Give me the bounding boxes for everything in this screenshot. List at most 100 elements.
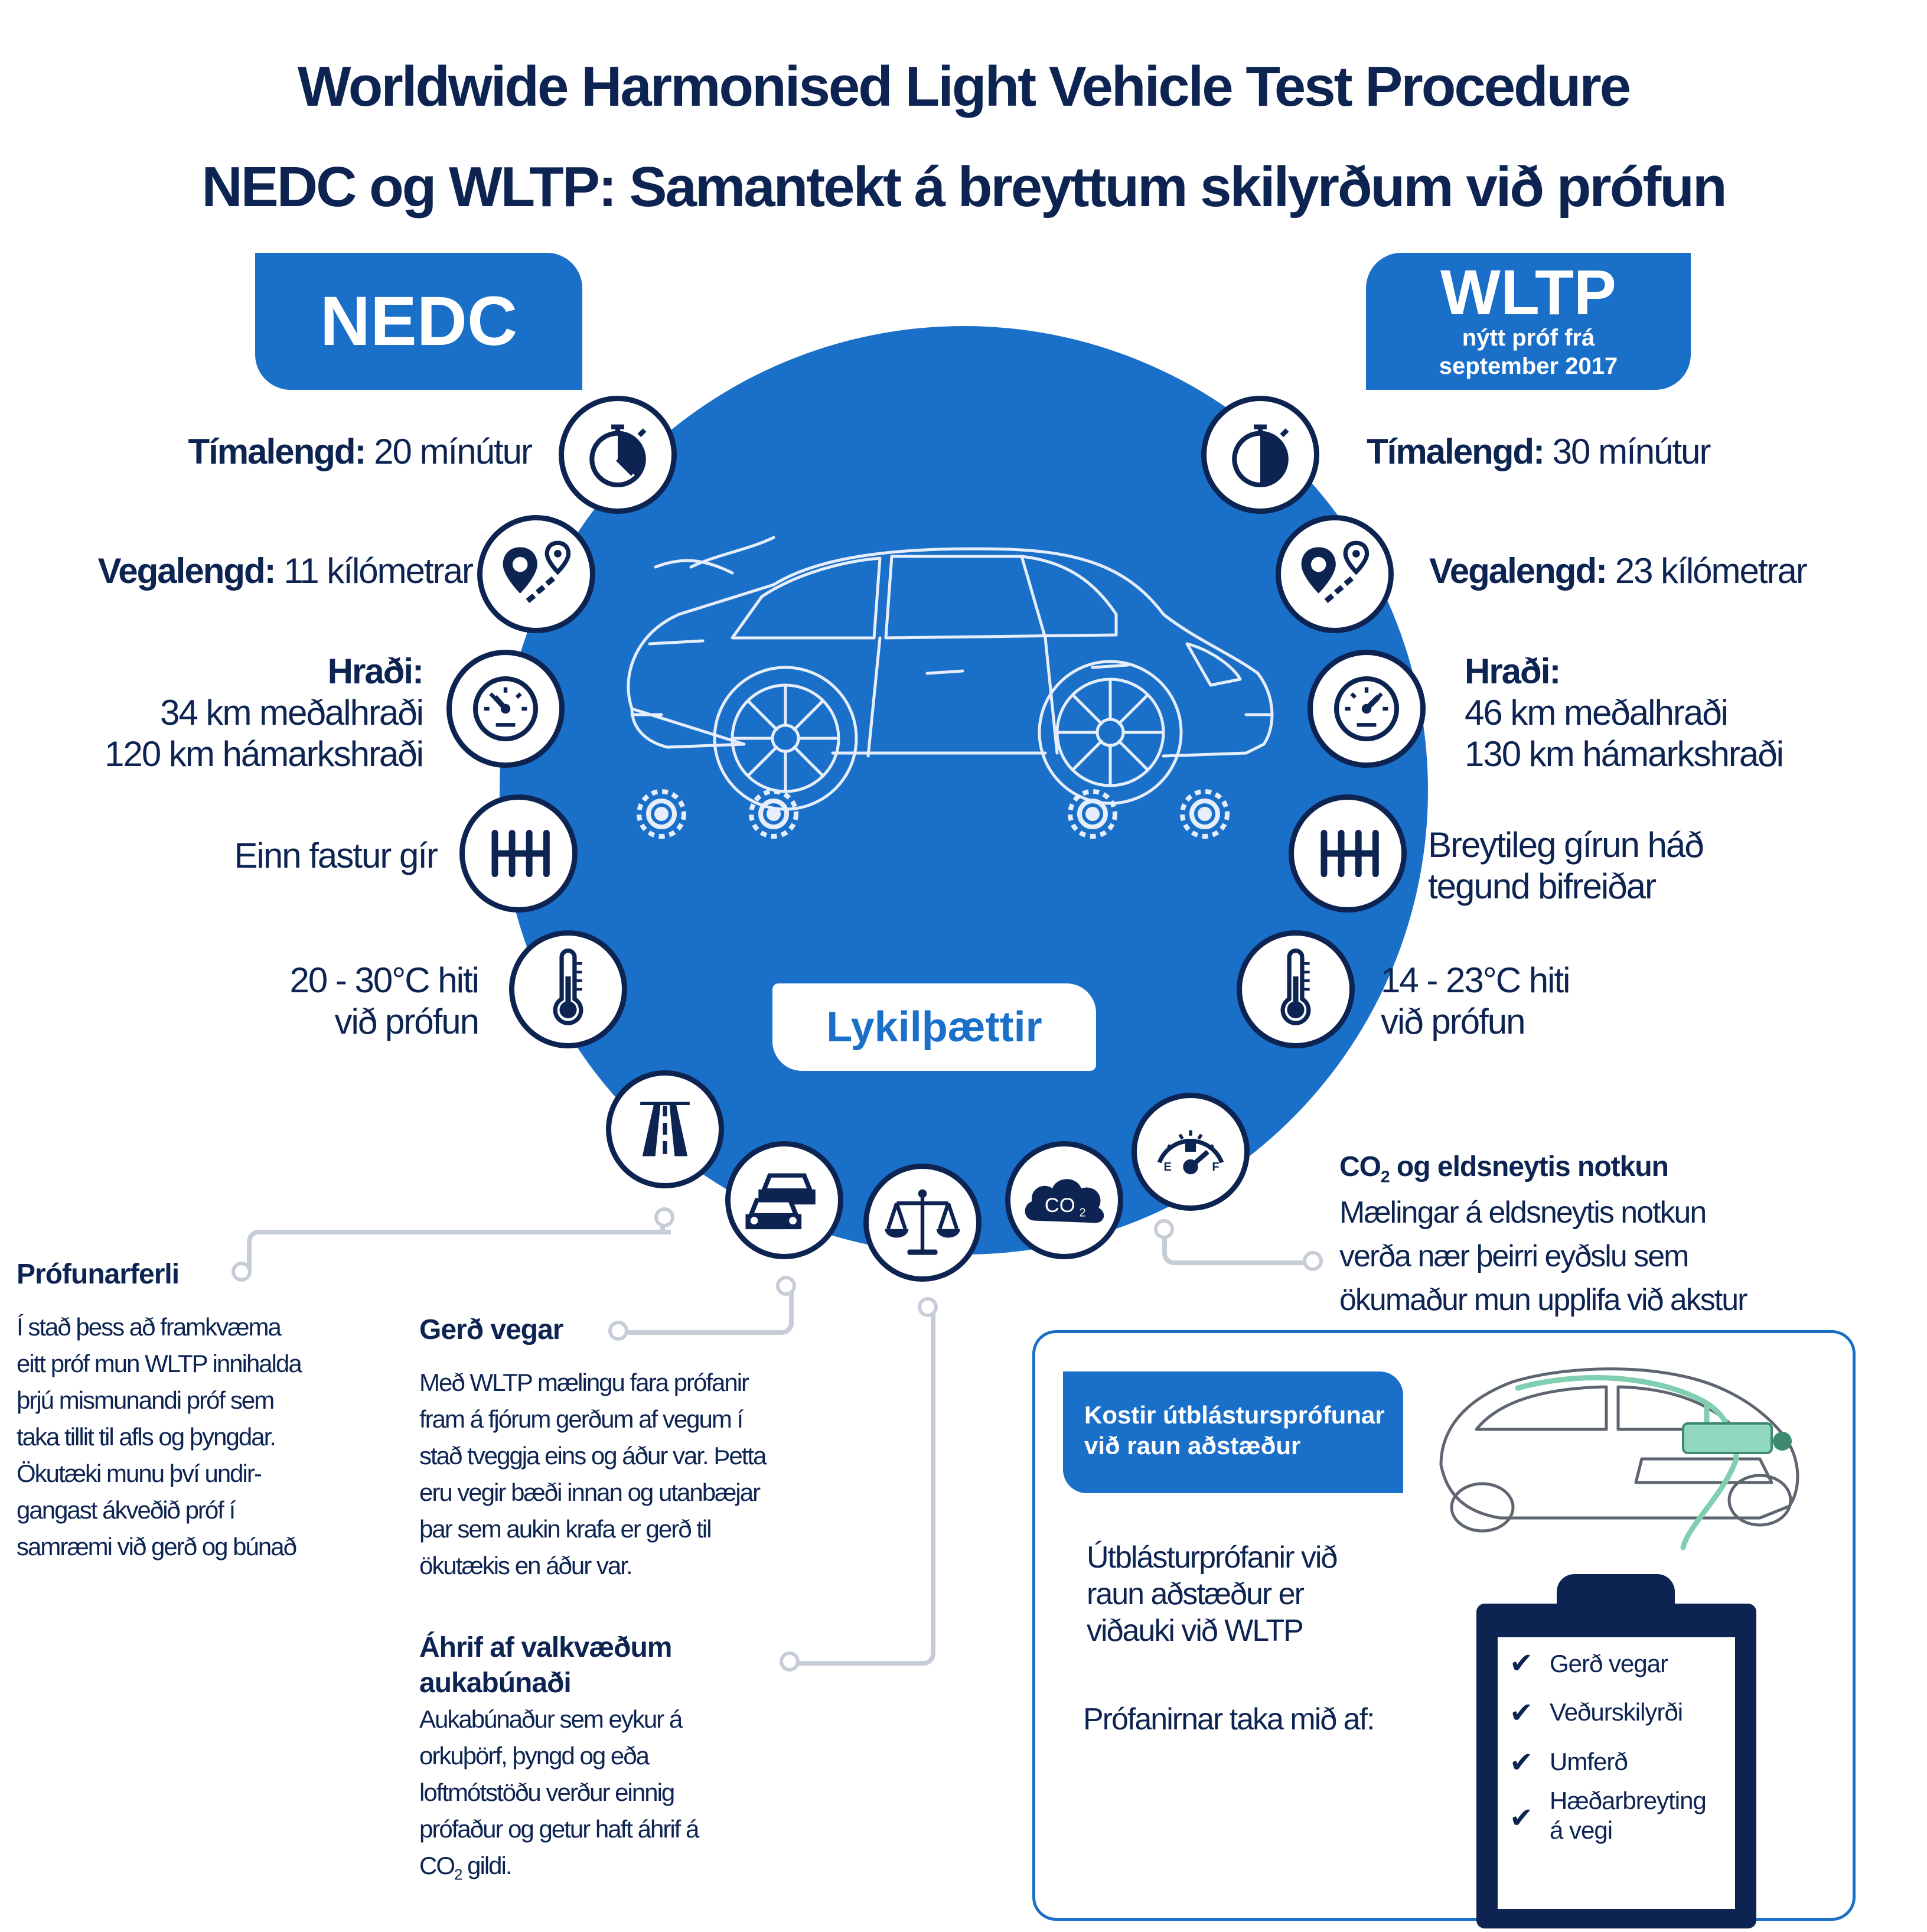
road-type-line: eru vegir bæði innan og utanbæjar [419,1478,761,1506]
road-icon [606,1070,724,1188]
co2-heading-sub: 2 [1381,1167,1390,1186]
nedc-speed: Hraði: 34 km meðalhraði 120 km hámarkshr… [24,651,424,775]
options-line: orkuþörf, þyngd og eða [419,1742,650,1770]
wltp-duration: Tímalengd: 30 mínútur [1367,431,1898,473]
road-type-line: stað tveggja eins og áður var. Þetta [419,1442,767,1470]
co2-sub: 2 [1079,1206,1085,1219]
co2-heading: CO2 og eldsneytis notkun [1339,1151,1669,1187]
rde-line: Útblásturprófanir við [1087,1540,1338,1575]
rde-text: Útblásturprófanir við raun aðstæður er v… [1087,1539,1453,1649]
rde-tag-line1: Kostir útblástursprófunar [1084,1401,1385,1429]
road-type-line: fram á fjórum gerðum af vegum í [419,1405,744,1433]
connector-procedure [247,1230,671,1271]
wltp-temp-line2: við prófun [1381,1002,1525,1041]
connector-co2 [1162,1224,1315,1265]
options-heading-line1: Áhrif af valkvæðum [419,1632,672,1663]
nedc-speed-max: 120 km hámarkshraði [105,734,424,774]
nedc-temp-line2: við prófun [334,1002,480,1041]
connector-dot [776,1276,796,1296]
co2-line: Mælingar á eldsneytis notkun [1339,1195,1707,1230]
nedc-speed-label: Hraði: [327,651,424,691]
wltp-tag-sub2: september 2017 [1439,353,1618,379]
nedc-temperature: 20 - 30°C hiti við prófun [59,960,480,1042]
rde-tag-line2: við raun aðstæður [1084,1432,1301,1459]
wltp-gear: Breytileg gírun háð tegund bifreiðar [1428,825,1877,907]
rde-tag: Kostir útblástursprófunar við raun aðstæ… [1063,1371,1403,1493]
wltp-duration-label: Tímalengd: [1367,432,1545,471]
car-outline-illustration [627,536,1274,811]
co2-text-block: Mælingar á eldsneytis notkun verða nær þ… [1339,1191,1871,1322]
checklist-item: Veðurskilyrði [1550,1698,1683,1726]
wltp-speed-max: 130 km hámarkshraði [1465,734,1784,774]
nedc-gear: Einn fastur gír [234,836,438,875]
connector-dot [654,1207,674,1227]
map-pin-icon [477,515,595,633]
check-icon: ✔ [1509,1698,1534,1729]
clipboard-clip [1557,1574,1675,1633]
nedc-tag-label: NEDC [319,282,518,360]
procedure-line: eitt próf mun WLTP innihalda [17,1350,302,1377]
procedure-line: taka tillit til afls og þyngdar. [17,1423,276,1451]
connector-dot [231,1262,252,1282]
connector-dot [1154,1219,1174,1239]
checklist-item-line2: á vegi [1550,1816,1613,1844]
connector-dot [608,1321,628,1341]
rde-panel [1032,1330,1856,1921]
nedc-temp-line1: 20 - 30°C hiti [289,960,480,1000]
nedc-distance-value: 11 kílómetrar [275,551,474,591]
wltp-tag-sub1: nýtt próf frá [1462,325,1595,351]
procedure-line: Ökutæki munu því undir- [17,1459,262,1487]
thermometer-icon [1237,930,1355,1048]
procedure-line: þrjú mismunandi próf sem [17,1386,275,1414]
options-line: loftmótstöðu verður einnig [419,1778,675,1806]
road-type-heading: Gerð vegar [419,1314,563,1345]
gear-shift-icon [459,794,578,913]
options-line: prófaður og getur haft áhrif á [419,1815,699,1843]
map-pin-icon [1276,515,1394,633]
wltp-gear-line1: Breytileg gírun háð [1428,825,1704,865]
fuel-e-label: E [1164,1161,1172,1174]
rde-line: raun aðstæður er [1087,1577,1305,1611]
speedometer-icon [446,650,565,768]
co2-heading-suffix: og eldsneytis notkun [1389,1151,1669,1182]
stopwatch-icon [559,396,677,514]
checklist-paper [1498,1637,1735,1909]
wltp-temp-line1: 14 - 23°C hiti [1381,960,1570,1000]
options-co2-sub: 2 [454,1865,463,1884]
nedc-duration-value: 20 mínútur [365,432,533,471]
wltp-tag-label: WLTP [1440,256,1616,328]
wltp-distance-value: 23 kílómetrar [1606,551,1808,591]
nedc-duration: Tímalengd: 20 mínútur [59,431,533,473]
check-icon: ✔ [1509,1803,1534,1834]
procedure-heading: Prófunarferli [17,1259,180,1290]
rde-takes-into-account: Prófanirnar taka mið af: [1083,1702,1375,1736]
options-co2: CO [419,1852,455,1879]
title-line-2: NEDC og WLTP: Samantekt á breyttum skily… [201,155,1727,219]
options-heading-line2: aukabúnaði [419,1667,572,1699]
wltp-distance-label: Vegalengd: [1429,551,1608,591]
co2-line: verða nær þeirri eyðslu sem [1339,1239,1689,1273]
options-line: Aukabúnaður sem eykur á [419,1705,683,1733]
fuel-f-label: F [1212,1161,1219,1174]
wltp-tag: WLTP nýtt próf frá september 2017 [1366,253,1691,390]
options-line-last: CO2 gildi. [419,1848,785,1892]
rde-car-illustration [1439,1367,1799,1550]
co2-cloud-icon: CO 2 [1005,1141,1123,1259]
nedc-distance: Vegalengd: 11 kílómetrar [24,550,474,592]
key-factors-label: Lykilþættir [772,983,1096,1071]
nedc-speed-avg: 34 km meðalhraði [160,693,424,732]
road-type-line: þar sem aukin krafa er gerð til [419,1515,712,1543]
connector-road-type [614,1286,794,1335]
procedure-line: gangast ákveðið próf í [17,1496,236,1524]
connector-dot [780,1651,800,1672]
thermometer-icon [509,930,627,1048]
wltp-duration-value: 30 mínútur [1544,432,1711,471]
traffic-cars-icon [725,1141,843,1259]
check-icon: ✔ [1509,1747,1534,1778]
speedometer-icon [1308,650,1426,768]
wltp-speed: Hraði: 46 km meðalhraði 130 km hámarkshr… [1465,651,1878,775]
co2-text: CO [1045,1194,1075,1217]
connector-dot [918,1297,938,1317]
procedure-line: samræmi við gerð og búnað [17,1533,297,1560]
